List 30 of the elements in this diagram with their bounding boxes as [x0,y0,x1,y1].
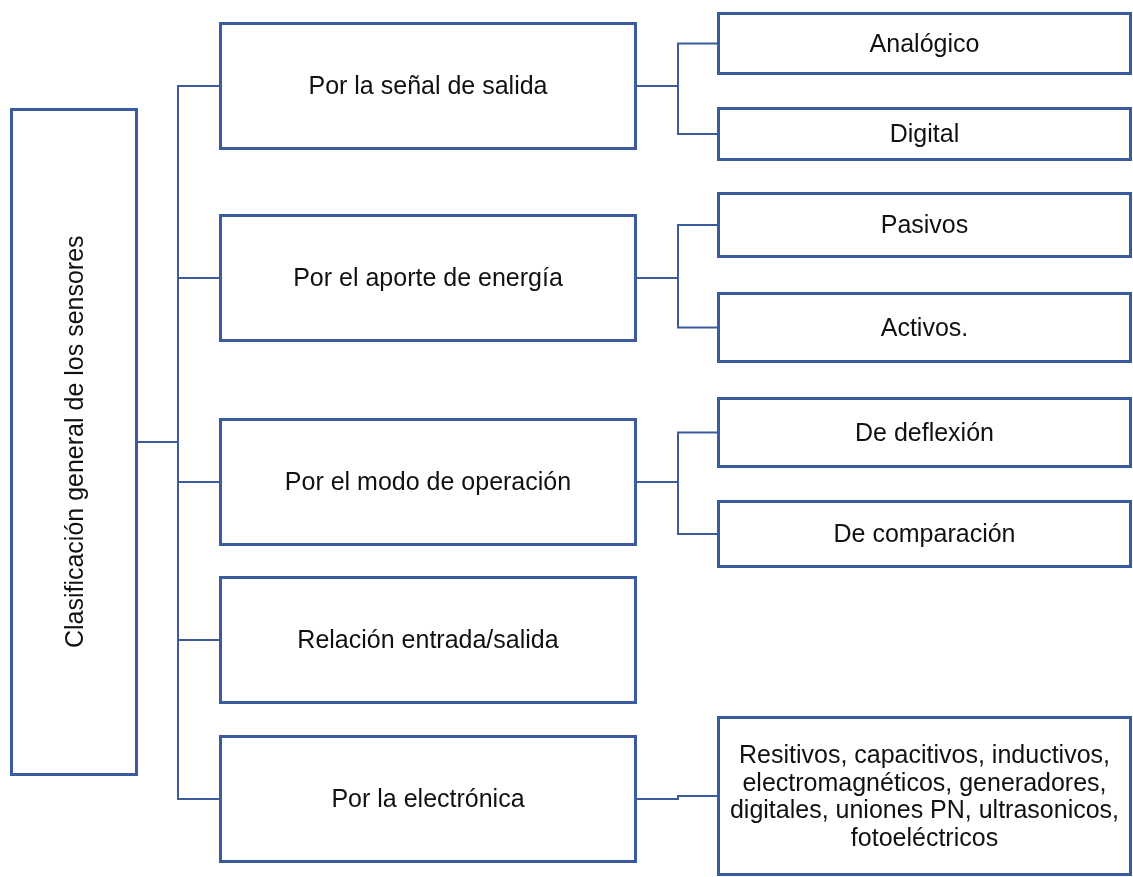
node-label: De deflexión [855,418,994,447]
category-box [717,716,1132,876]
node-label: Por la electrónica [331,785,525,813]
connector-line [636,277,718,329]
category-box [717,397,1132,468]
category-box [717,12,1132,75]
connector-line [636,85,718,135]
category-box [219,214,637,342]
node-label: Resitivos, capacitivos, inductivos, electromagnéticos, generadores, digitales, uniones PN, ultrasonicos, fotoeléctricos [728,741,1121,851]
node-label: Clasificación general de los sensores [60,235,88,649]
node-label: Por el modo de operación [284,468,572,496]
root-box [10,108,138,776]
node-label: Activos. [880,313,969,342]
node-label: Analógico [869,29,980,58]
category-box [717,292,1132,363]
category-box [717,192,1132,258]
node-label: Digital [889,120,960,148]
category-box [219,576,637,704]
node-label: Por el aporte de energía [293,264,563,292]
node-label: Por la señal de salida [308,72,548,100]
node-label: De comparación [833,520,1016,548]
node-label: Relación entrada/salida [297,626,559,654]
category-box [717,500,1132,568]
category-box [219,22,637,150]
node-label: Pasivos [880,211,969,239]
connector-line [636,795,718,800]
category-box [219,418,637,546]
connector-line [636,481,718,535]
category-box [717,107,1132,161]
category-box [219,735,637,863]
